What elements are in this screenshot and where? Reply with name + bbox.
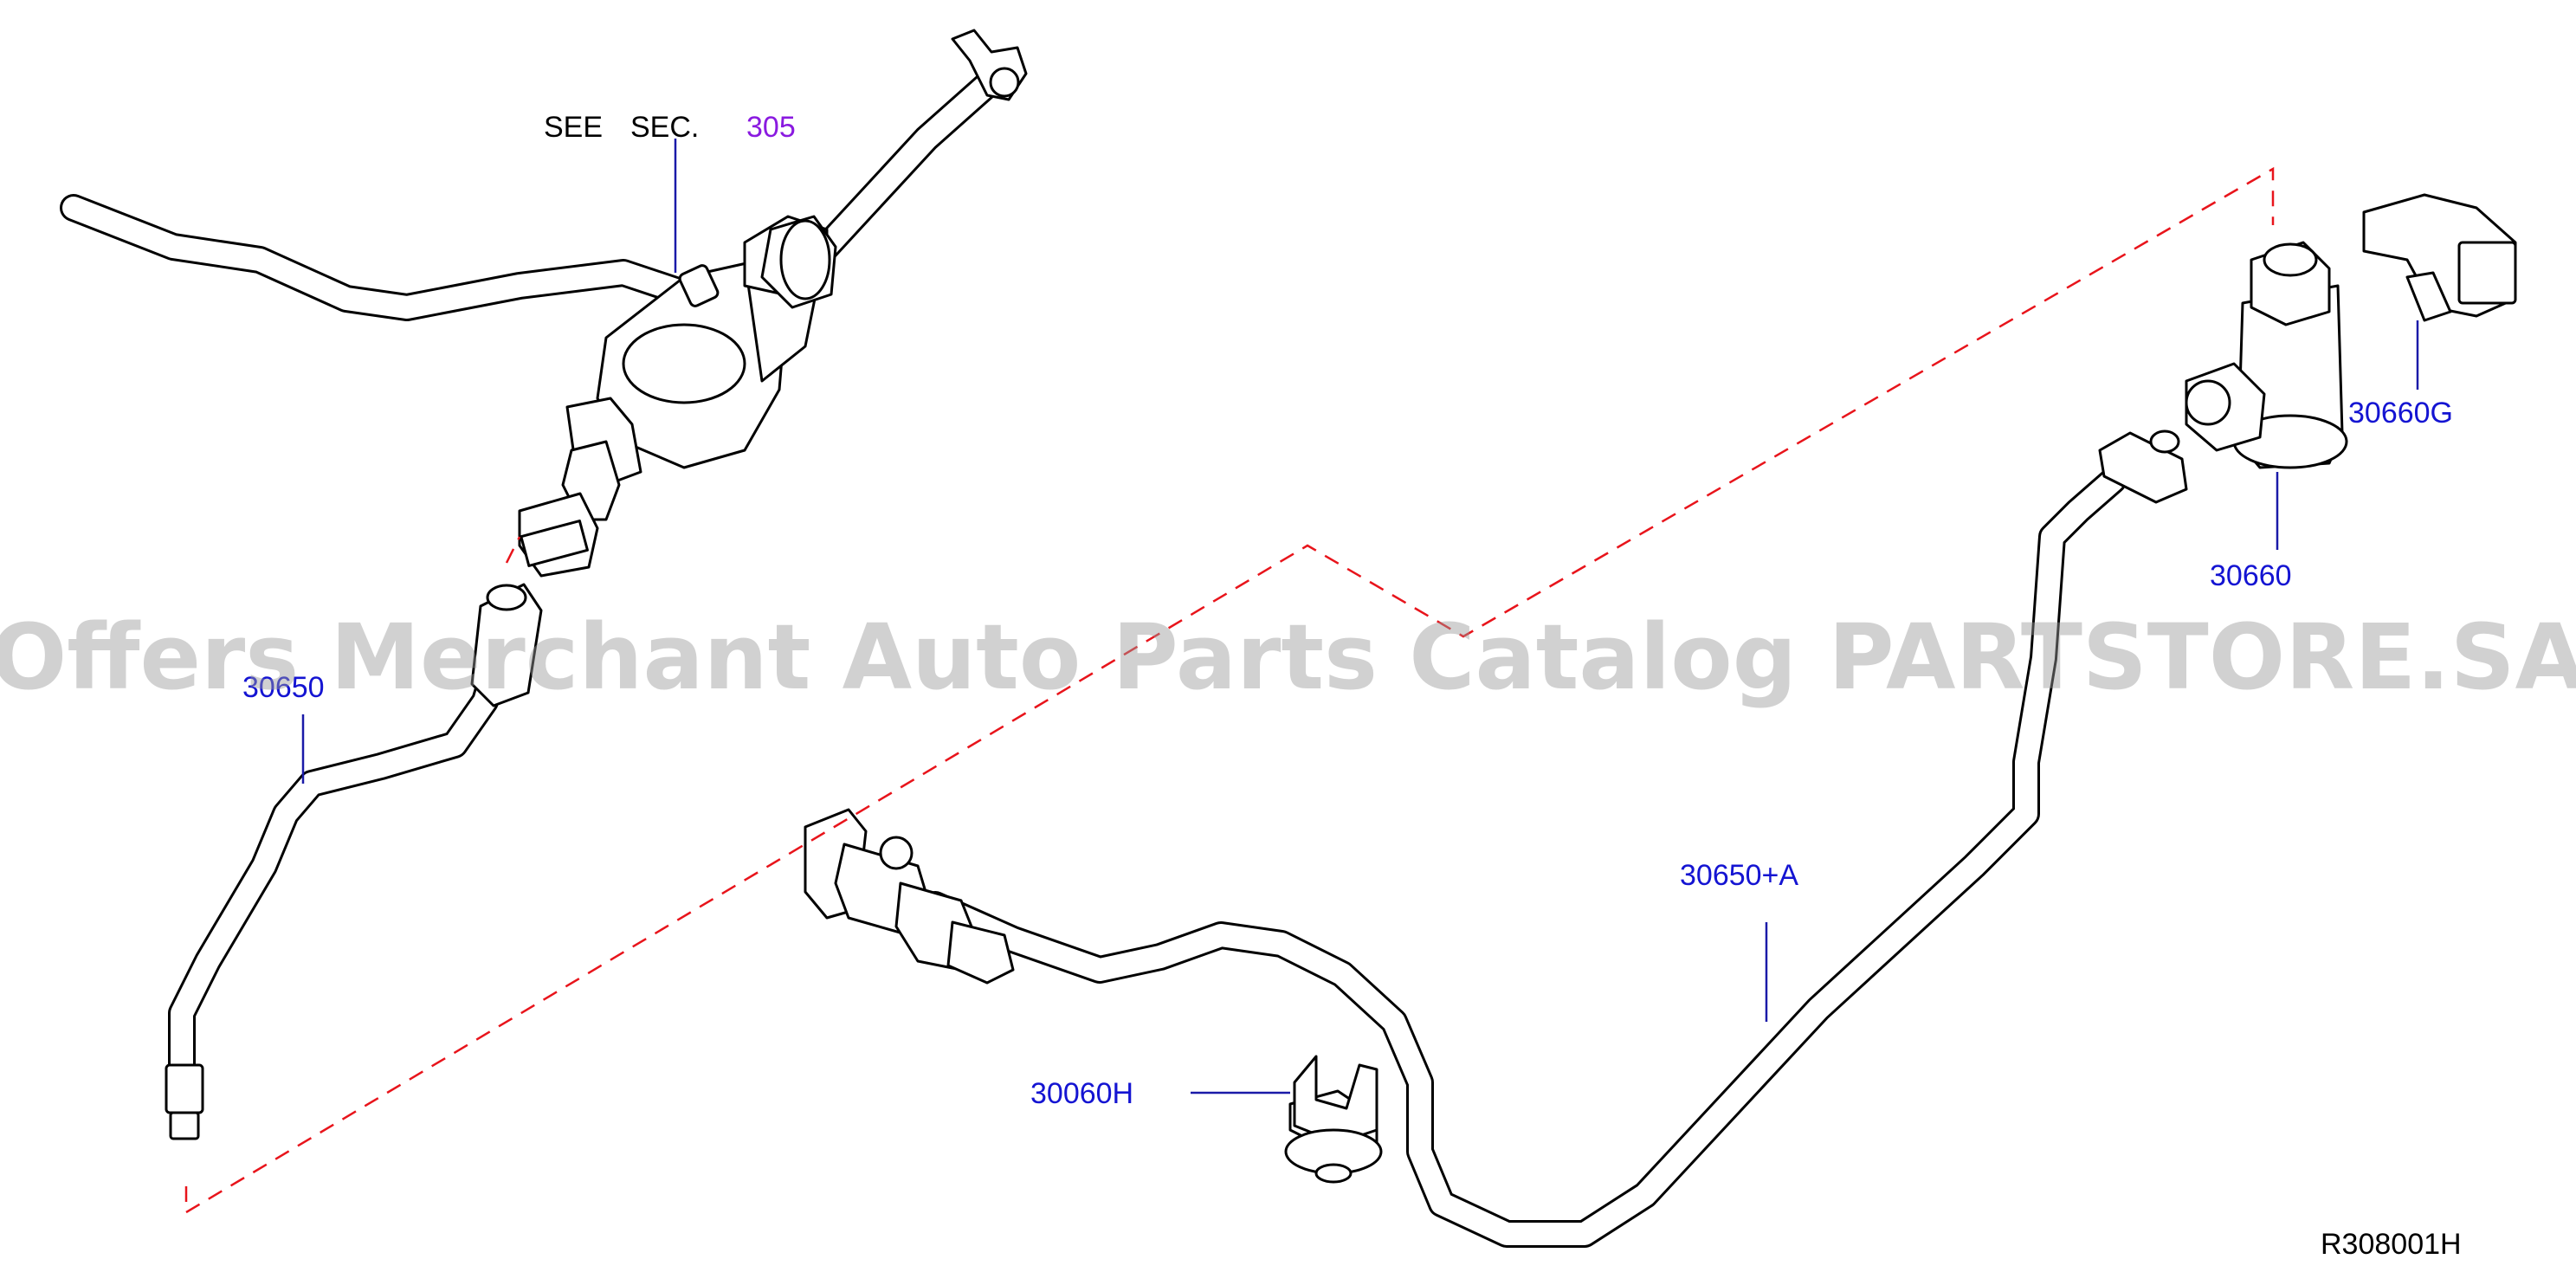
label-30650A[interactable]: 30650+A — [1680, 859, 1798, 892]
part-30650-tube — [165, 583, 543, 1140]
see-section-reference[interactable]: SEE SEC. 305 — [544, 111, 796, 144]
dashed-connection-lines — [184, 166, 2275, 1215]
part-30660G-clip — [2362, 193, 2517, 322]
master-cylinder-pushrod — [809, 29, 1028, 265]
cylinder-outlet-fitting — [518, 397, 642, 578]
figure-reference-code: R308001H — [2321, 1228, 2462, 1261]
part-30650A-hose — [921, 467, 2127, 1248]
part-30060H-clip — [1284, 1055, 1383, 1184]
clutch-master-cylinder — [596, 215, 837, 469]
sec-text: SEC. — [630, 111, 699, 144]
leader-lines — [301, 139, 2419, 1095]
hose-end-fitting — [2098, 429, 2188, 504]
label-30660G[interactable]: 30660G — [2348, 397, 2453, 429]
watermark-text: Offers Merchant Auto Parts Catalog PARTS… — [0, 604, 2576, 710]
upper-reservoir-hose — [60, 194, 707, 321]
label-30650[interactable]: 30650 — [242, 671, 325, 704]
slave-cylinder-fitting — [804, 808, 1015, 985]
see-text: SEE — [544, 111, 603, 144]
label-30060H[interactable]: 30060H — [1030, 1077, 1133, 1110]
section-305-link[interactable]: 305 — [746, 111, 796, 144]
part-30660-union — [2185, 241, 2348, 469]
label-30660[interactable]: 30660 — [2210, 559, 2292, 592]
